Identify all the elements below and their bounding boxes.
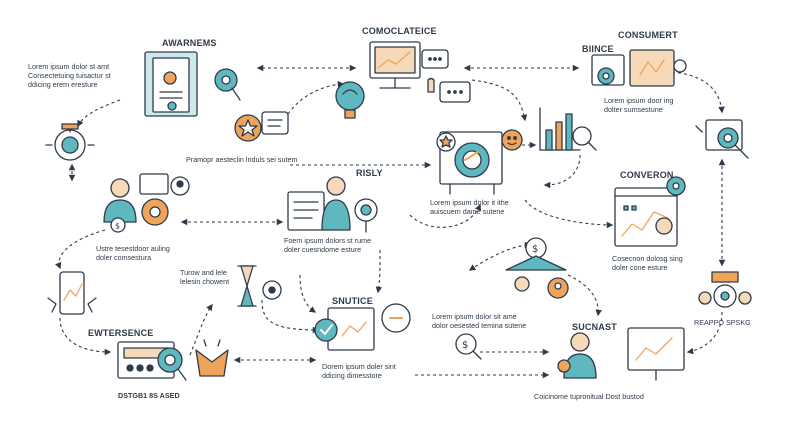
node-title-bince: BIINCE: [582, 44, 614, 54]
node-desc-snutice: Lorem ipsum dolor sit ame dolor oesested…: [432, 312, 526, 330]
hand-pointer-icon: [427, 77, 435, 93]
connector: [543, 154, 581, 189]
smile-badge-icon: [501, 129, 523, 151]
monitor-chart-icon: [369, 41, 421, 89]
node-title-risly: RISLY: [356, 168, 383, 178]
presentation-person-icon: [287, 176, 378, 233]
gear-screen-icon: [591, 49, 687, 87]
connector: [375, 249, 383, 294]
connector: [524, 199, 614, 229]
target-frame-icon: [439, 131, 503, 195]
node-title-experience: EWTERSENCE: [88, 328, 154, 338]
svg-text:$: $: [532, 244, 538, 255]
mobile-chart-icon: [47, 271, 97, 315]
star-chat-icon: [234, 111, 289, 142]
desc-line: auiscuem dame sutene: [430, 207, 505, 216]
desc-line: Lorem ipsum door ing: [604, 96, 674, 105]
node-desc-center-bottom: Dorem ipsum doler sint ddicing dimesstor…: [322, 362, 396, 380]
gear-group-icon: [698, 271, 752, 308]
desc-line: doler comsestura: [96, 253, 152, 262]
chat-bubbles-icon: [421, 49, 471, 103]
node-title-consumer: CONSUMERT: [618, 30, 678, 40]
connector: [409, 203, 482, 228]
svg-text:$: $: [462, 340, 468, 351]
connector: [55, 229, 106, 270]
node-title-consideration: COMOCLATEICE: [362, 26, 437, 36]
connector: [77, 99, 121, 128]
desc-line: doler cuesndome esture: [284, 245, 362, 254]
growth-chart-icon: [539, 107, 597, 151]
connector: [471, 79, 528, 122]
node-desc-reapo: REAPPO SPSKG: [694, 318, 751, 327]
node-desc-risly: Lorem ipsum dolor it ithe auiscuem dame …: [430, 198, 509, 216]
node-desc-turow: Turow and lele lelesin chowent: [180, 268, 229, 286]
desc-line: dolter sumsestune: [604, 105, 663, 114]
desc-line: Ustre tesestdoor auling: [96, 244, 170, 253]
node-desc-left-mid: Ustre tesestdoor auling doler comsestura: [96, 244, 170, 262]
desc-line: Lorem ipsum dolor it ithe: [430, 198, 509, 207]
connector: [189, 303, 213, 356]
desc-line: Foem ipsum dolors st rume: [284, 236, 372, 245]
lightbulb-icon: [335, 81, 365, 119]
target-trophy-icon: [45, 123, 95, 161]
hourglass-gear-icon: [237, 265, 282, 307]
node-title-awareness: AWARNEMS: [162, 38, 217, 48]
document-icon: [144, 51, 198, 117]
coin-search-icon: $: [455, 333, 482, 360]
desc-line: Turow and lele: [180, 268, 227, 277]
desc-line: Lorem ipsum dolor st amt: [28, 62, 110, 71]
desc-line: Cosecnon dolosg sing: [612, 254, 683, 263]
node-desc-awareness: Lorem ipsum dolor st amt Consectetuing t…: [28, 62, 111, 89]
connector: [567, 274, 602, 317]
magnifier-analytics-icon: [695, 119, 749, 159]
connector: [686, 311, 723, 355]
node-title-converon: CONVERON: [620, 170, 674, 180]
analytics-window-icon: [614, 176, 686, 247]
connector: [299, 274, 317, 313]
connector: [59, 317, 112, 356]
node-desc-bince: Lorem ipsum door ing dolter sumsestune: [604, 96, 674, 114]
person-chart-icon: [557, 327, 685, 381]
checklist-board-icon: [314, 303, 411, 351]
desc-line: REAPPO SPSKG: [694, 318, 751, 327]
star-badge-icon: [436, 132, 456, 152]
money-house-icon: $: [505, 237, 569, 299]
node-title-snutice: SNUTICE: [332, 296, 373, 306]
svg-text:$: $: [115, 222, 120, 231]
desc-line: Coicinome tupronitual Dost bustod: [534, 392, 644, 401]
desc-line: ddicing dimesstore: [322, 371, 382, 380]
node-desc-center-left: Pramopr aesteclin lnduls sei sutem: [186, 155, 297, 164]
node-desc-center-mid: Foem ipsum dolors st rume doler cuesndom…: [284, 236, 371, 254]
person-gear-icon: $: [103, 173, 190, 233]
desc-line: Consectetuing tuisactur st: [28, 71, 111, 80]
desc-line: Dorem ipsum doler sint: [322, 362, 396, 371]
connectors: [55, 64, 726, 379]
desc-line: lelesin chowent: [180, 277, 230, 286]
node-desc-converon: Cosecnon dolosg sing doler cone esture: [612, 254, 683, 272]
desc-line: Pramopr aesteclin lnduls sei sutem: [186, 155, 298, 164]
connector: [261, 299, 320, 334]
trophy-spark-icon: [195, 339, 229, 377]
desc-line: doler cone esture: [612, 263, 668, 272]
node-title-sucnast: SUCNAST: [572, 322, 617, 332]
desc-line: DSTGB1 8S ASED: [118, 391, 180, 400]
desc-line: ddicing erem eresture: [28, 80, 98, 89]
desc-line: dolor oesested temina sutene: [432, 321, 527, 330]
rating-panel-icon: [117, 341, 187, 381]
connector: [279, 80, 345, 131]
node-desc-experience: DSTGB1 8S ASED: [118, 391, 180, 400]
connector: [671, 71, 725, 114]
location-search-icon: [214, 68, 241, 101]
desc-line: Lorem ipsum dolor sit ame: [432, 312, 517, 321]
node-desc-sucnast: Coicinome tupronitual Dost bustod: [534, 392, 644, 401]
